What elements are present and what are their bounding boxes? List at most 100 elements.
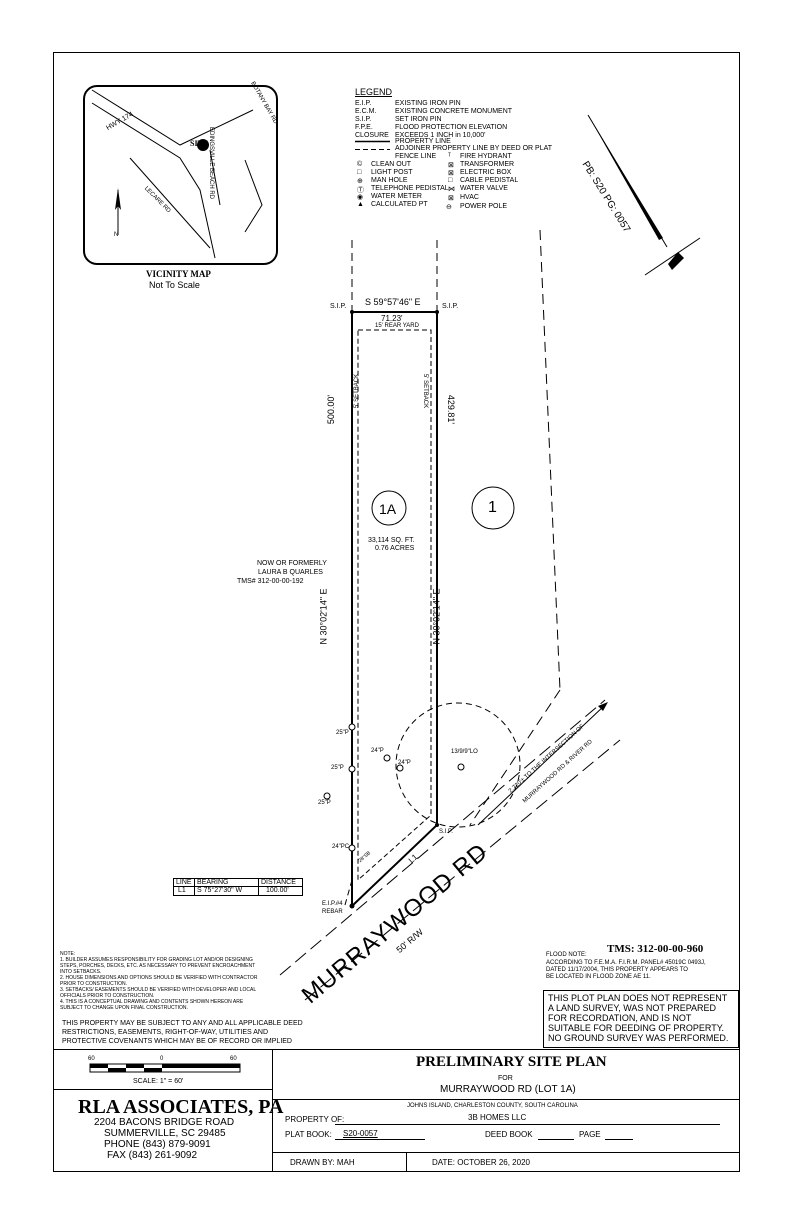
company-phone: PHONE (843) 879-9091	[104, 1139, 211, 1150]
line-table-cell-line: L1	[178, 887, 186, 894]
legend-transformer: ⊠ TRANSFORMER	[448, 161, 515, 169]
light-post-icon: □	[357, 169, 362, 176]
flood-note-2: DATED 11/17/2004, THIS PROPERTY APPEARS …	[546, 967, 688, 973]
company-addr1: 2204 BACONS BRIDGE ROAD	[94, 1117, 235, 1128]
title-block-divider	[272, 1049, 273, 1172]
plat-book-value: S20-0057	[343, 1129, 378, 1138]
company-name: RLA ASSOCIATES, PA	[78, 1096, 284, 1118]
title-rule-1	[272, 1099, 740, 1100]
sip-top-left: S.I.P.	[330, 303, 347, 310]
note-9: SUBJECT TO CHANGE UPON FINAL CONSTRUCTIO…	[60, 1005, 188, 1011]
note-7: OFFICIALS PRIOR TO CONSTRUCTION.	[60, 993, 155, 999]
sheet-border	[53, 52, 740, 1172]
tms-number: TMS: 312-00-00-960	[607, 943, 704, 955]
cable-pedistal-icon: □	[448, 177, 453, 184]
plat-book-rule	[335, 1139, 425, 1140]
legend-man-hole: ⊕ MAN HOLE	[357, 177, 408, 185]
flood-note-1: ACCORDING TO F.E.M.A. F.I.R.M. PANEL# 45…	[546, 960, 706, 966]
legend-cable: □ CABLE PEDISTAL	[448, 177, 519, 184]
legend-fence-line: FENCE LINE	[395, 153, 437, 160]
calculated-pt-icon: ▲	[357, 201, 364, 208]
line-table-col-1	[194, 878, 195, 896]
power-pole-icon: ⊖	[446, 204, 452, 211]
scale-right: 60	[230, 1056, 237, 1062]
neighbor-line-3: TMS# 312-00-00-192	[237, 578, 304, 585]
legend-abbrev-0: E.I.P.EXISTING IRON PIN	[355, 100, 461, 107]
legend-abbrev-3: F.P.E.FLOOD PROTECTION ELEVATION	[355, 124, 508, 131]
drawn-date-divider	[406, 1152, 407, 1172]
rear-yard: 15' REAR YARD	[375, 323, 419, 329]
tree-label-5: 24"PC	[332, 844, 350, 850]
tree-label-3: 25"P	[331, 765, 344, 771]
man-hole-icon: ⊕	[357, 178, 363, 185]
note-8: 4. THIS IS A CONCEPTUAL DRAWING AND CONT…	[60, 999, 244, 1005]
legend-water-meter: ◉ WATER METER	[357, 193, 422, 201]
neighbor-line-1: NOW OR FORMERLY	[257, 560, 327, 567]
legend-abbrev-2: S.I.P.SET IRON PIN	[355, 116, 442, 123]
disclaimer-box	[543, 990, 739, 1048]
legend-telephone: Ⓣ TELEPHONE PEDISTAL	[357, 185, 449, 194]
scale-left: 60	[88, 1056, 95, 1062]
water-valve-icon: ⋈	[448, 186, 455, 193]
company-addr2: SUMMERVILLE, SC 29485	[104, 1128, 226, 1139]
restriction-2: PROTECTIVE COVENANTS WHICH MAY BE OF REC…	[62, 1038, 292, 1045]
note-5: PRIOR TO CONSTRUCTION.	[60, 981, 128, 987]
plan-for: FOR	[498, 1075, 513, 1082]
scale-label: SCALE: 1" = 60'	[133, 1078, 184, 1085]
legend-fire-hydrant: ᵀ FIRE HYDRANT	[448, 153, 512, 160]
line-table-header-line: LINE	[176, 879, 192, 886]
page-rule	[605, 1139, 633, 1140]
property-of-rule	[335, 1124, 720, 1125]
note-4: 2. HOUSE DIMENSIONS AND OPTIONS SHOULD B…	[60, 975, 258, 981]
lot-area-sqft: 33,114 SQ. FT.	[368, 537, 415, 544]
date: DATE: OCTOBER 26, 2020	[432, 1158, 530, 1167]
lot-label-1: 1	[488, 499, 497, 516]
line-table-cell-bearing: S 75°27'30" W	[197, 887, 243, 894]
water-meter-icon: ◉	[357, 194, 364, 201]
fire-hydrant-icon: ᵀ	[448, 153, 452, 160]
scale-divider	[53, 1089, 272, 1090]
note-6: 3. SETBACKS/ EASEMENTS SHOULD BE VERIFIE…	[60, 987, 257, 993]
restriction-0: THIS PROPERTY MAY BE SUBJECT TO ANY AND …	[62, 1020, 303, 1027]
deed-book-rule	[538, 1139, 574, 1140]
tree-label-1: 24"P	[371, 748, 384, 754]
telephone-icon: Ⓣ	[357, 187, 364, 194]
deed-book-label: DEED BOOK	[485, 1130, 533, 1139]
flood-note-0: FLOOD NOTE:	[546, 952, 587, 958]
disclaimer-1: A LAND SURVEY, WAS NOT PREPARED	[548, 1003, 717, 1013]
legend-light-post: □ LIGHT POST	[357, 169, 413, 176]
legend-title: LEGEND	[355, 87, 393, 97]
company-fax: FAX (843) 261-9092	[107, 1150, 198, 1161]
line-table-col-2	[258, 878, 259, 896]
plan-title: PRELIMINARY SITE PLAN	[416, 1054, 607, 1070]
flood-note-3: BE LOCATED IN FLOOD ZONE AE 11.	[546, 974, 651, 980]
plan-project: MURRAYWOOD RD (LOT 1A)	[440, 1084, 576, 1095]
disclaimer-3: SUITABLE FOR DEEDING OF PROPERTY.	[548, 1023, 725, 1033]
legend-calculated: ▲ CALCULATED PT	[357, 201, 428, 208]
disclaimer-4: NO GROUND SURVEY WAS PERFORMED.	[548, 1033, 729, 1043]
plan-location: JOHNS ISLAND, CHARLESTON COUNTY, SOUTH C…	[407, 1103, 578, 1109]
sip-bottom-right: S.I.P.	[439, 829, 453, 835]
hvac-icon: ⊠	[448, 195, 454, 202]
neighbor-line-2: LAURA B QUARLES	[258, 569, 323, 576]
note-2: STEPS, PORCHES, DECKS, ETC. AS NECESSARY…	[60, 963, 256, 969]
tree-label-4: 25"P	[318, 800, 331, 806]
tree-label-6: 13/9/9"LO	[451, 749, 478, 755]
vicinity-map	[83, 85, 278, 265]
legend-power-pole: ⊖ POWER POLE	[446, 203, 508, 211]
plat-book-label: PLAT BOOK:	[285, 1130, 332, 1139]
rear-distance: 71.23'	[381, 314, 403, 323]
legend-property-line: PROPERTY LINE	[395, 138, 451, 145]
site-marker	[197, 139, 209, 151]
line-table	[173, 878, 303, 896]
drawn-by: DRAWN BY: MAH	[290, 1158, 355, 1167]
vicinity-subtitle: Not To Scale	[149, 280, 200, 290]
legend-clean-out: © CLEAN OUT	[357, 161, 412, 168]
lot-area-acres: 0.76 ACRES	[375, 545, 415, 552]
transformer-icon: ⊠	[448, 162, 454, 169]
